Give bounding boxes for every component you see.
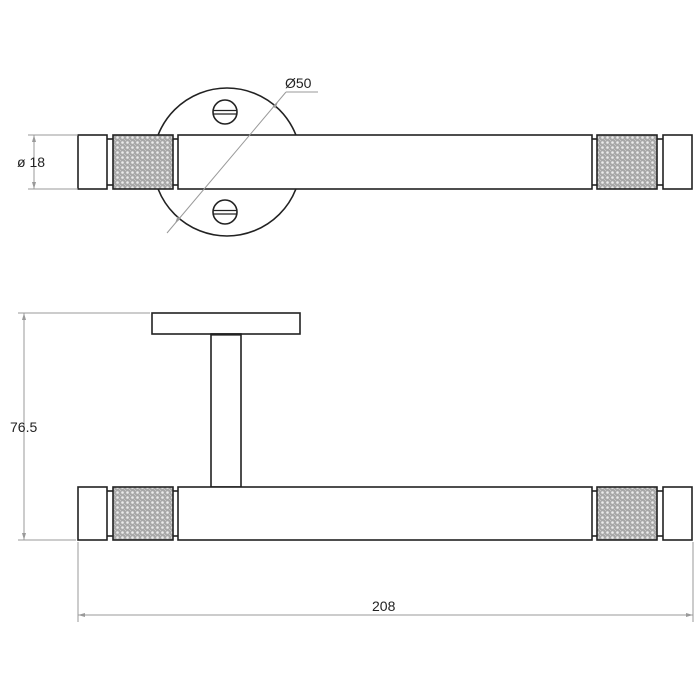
dimension-rose-diameter: Ø50	[166, 75, 318, 234]
side-view: 76.5 208	[10, 312, 694, 622]
end-cap-right	[662, 134, 693, 190]
support-post	[210, 333, 242, 488]
rose-diameter-label: Ø50	[285, 75, 312, 91]
knurl-left	[112, 134, 174, 190]
overall-length-label: 208	[372, 598, 396, 614]
main-bar-side	[177, 486, 593, 541]
front-view: ø 18 Ø50	[17, 75, 693, 237]
end-cap-left	[77, 134, 108, 190]
dimension-projection: 76.5	[10, 312, 150, 541]
main-bar	[177, 134, 593, 190]
projection-label: 76.5	[10, 419, 37, 435]
screw-top-icon	[212, 99, 238, 125]
knurl-left-side	[112, 486, 174, 541]
knurl-right	[596, 134, 658, 190]
end-cap-left-side	[77, 486, 108, 541]
end-cap-right-side	[662, 486, 693, 541]
bar-diameter-label: ø 18	[17, 154, 45, 170]
wall-plate	[151, 312, 301, 335]
dimension-bar-diameter: ø 18	[17, 134, 78, 190]
screw-bottom-icon	[212, 199, 238, 225]
dimension-overall-length: 208	[77, 542, 694, 622]
knurl-right-side	[596, 486, 658, 541]
